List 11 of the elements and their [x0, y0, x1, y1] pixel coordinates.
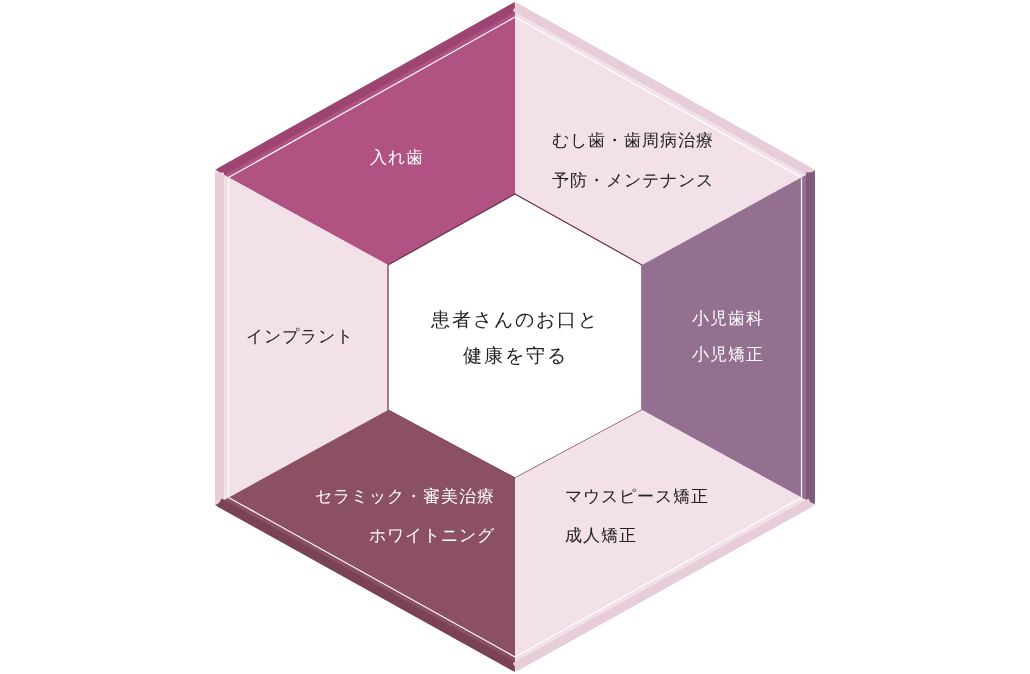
center-label: 患者さんのお口と健康を守る: [430, 307, 600, 368]
segment-label: インプラント: [246, 325, 354, 349]
segment-label: マウスピース矯正: [565, 485, 709, 509]
segment-label: 入れ歯: [370, 146, 424, 170]
segment-label: ホワイトニング: [369, 524, 495, 548]
segment-label: 小児矯正: [692, 343, 764, 367]
segment-label: 予防・メンテナンス: [552, 169, 714, 193]
segment-label: 小児歯科: [692, 307, 764, 331]
segment-label: 成人矯正: [565, 524, 637, 548]
segment-label: セラミック・審美治療: [315, 485, 495, 509]
segment-label: むし歯・歯周病治療: [552, 129, 714, 153]
